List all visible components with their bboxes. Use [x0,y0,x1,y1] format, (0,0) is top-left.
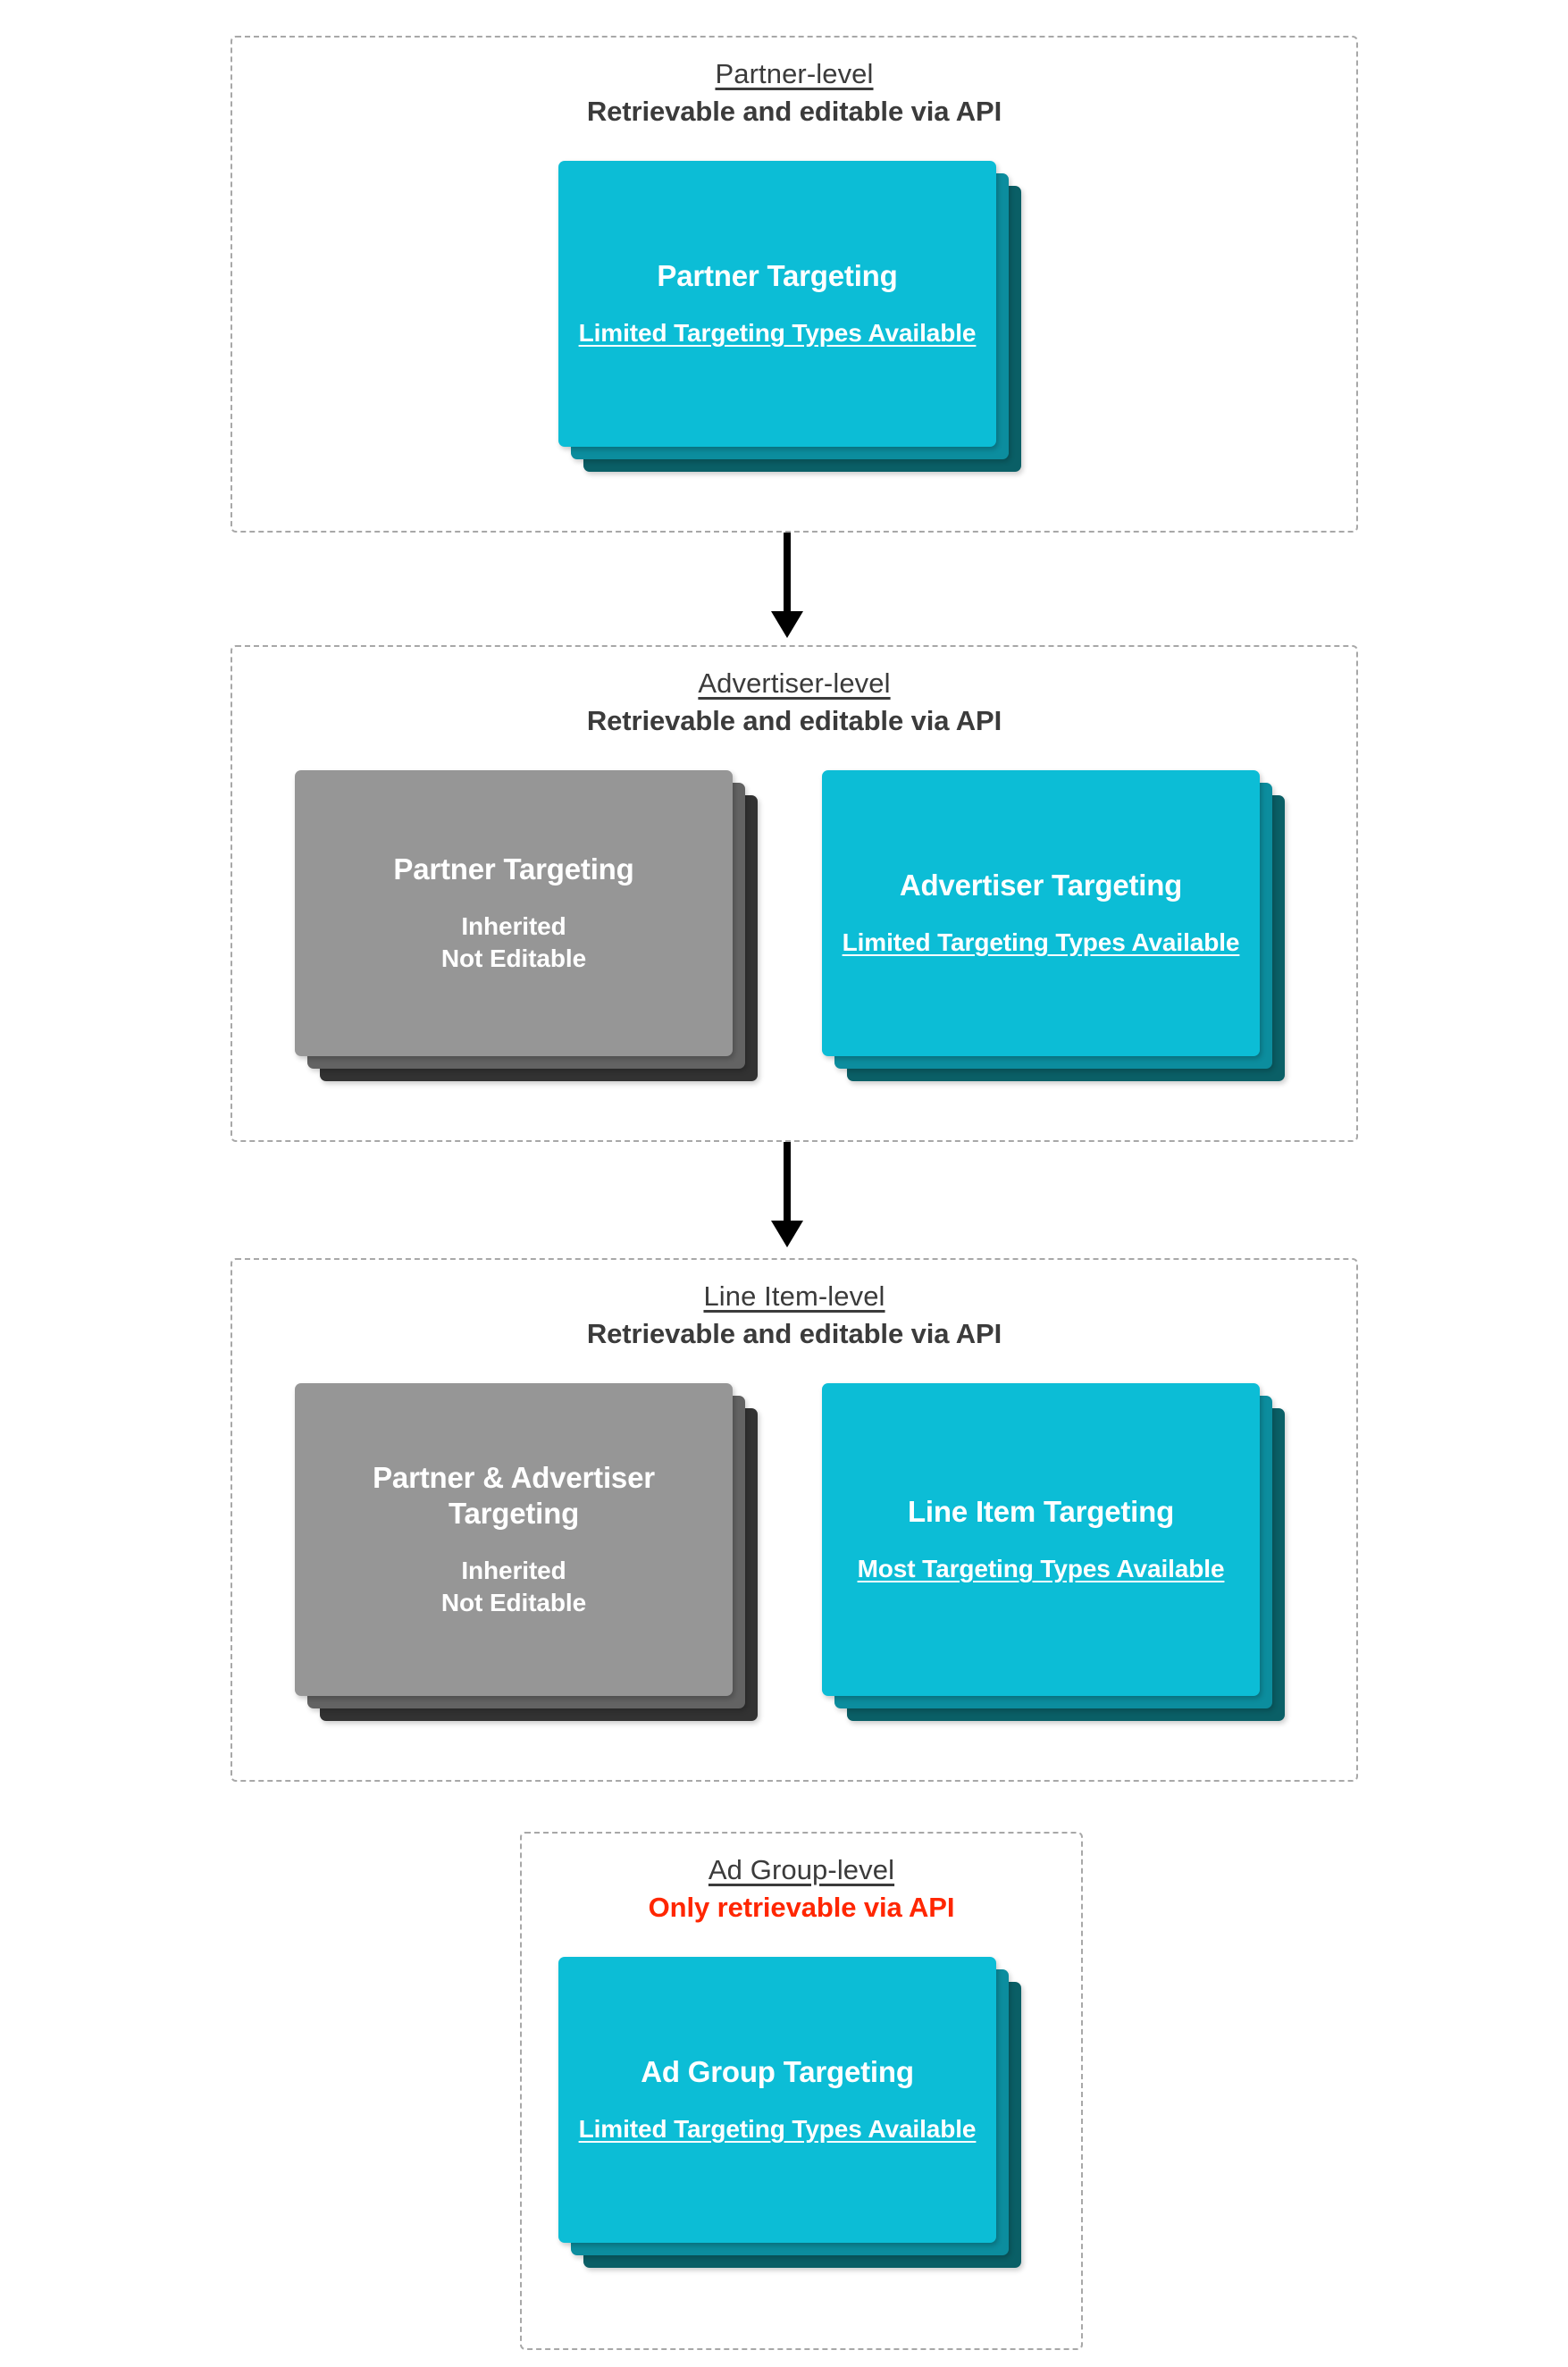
level-header-line-item: Line Item-level Retrievable and editable… [232,1280,1356,1352]
level-container-partner: Partner-level Retrievable and editable v… [231,36,1358,533]
level-container-advertiser: Advertiser-level Retrievable and editabl… [231,645,1358,1142]
card-front-advertiser-targeting[interactable]: Advertiser Targeting Limited Targeting T… [822,770,1260,1056]
level-header-advertiser: Advertiser-level Retrievable and editabl… [232,667,1356,739]
card-front-line-item-targeting[interactable]: Line Item Targeting Most Targeting Types… [822,1383,1260,1696]
card-title: Line Item Targeting [907,1494,1175,1528]
card-subtitle: Inherited Not Editable [440,912,587,973]
level-api-note-line-item: Retrievable and editable via API [586,1317,1002,1349]
level-title-partner: Partner-level [715,58,874,89]
arrow-shaft [784,533,791,613]
level-api-note-partner: Retrievable and editable via API [586,95,1002,127]
card-stack-line-item-targeting[interactable]: Line Item Targeting Most Targeting Types… [822,1383,1285,1723]
card-stack-partner-targeting[interactable]: Partner Targeting Limited Targeting Type… [558,161,1021,474]
level-title-ad-group: Ad Group-level [708,1854,895,1885]
level-title-line-item: Line Item-level [703,1280,885,1312]
card-front-partner-targeting-inherited[interactable]: Partner Targeting Inherited Not Editable [295,770,733,1056]
card-title: Advertiser Targeting [899,868,1183,902]
card-front-partner-advertiser-targeting[interactable]: Partner & Advertiser Targeting Inherited… [295,1383,733,1696]
level-container-ad-group: Ad Group-level Only retrievable via API … [520,1832,1083,2350]
card-front-ad-group-targeting[interactable]: Ad Group Targeting Limited Targeting Typ… [558,1957,996,2243]
level-title-advertiser: Advertiser-level [698,667,891,699]
arrow-partner-to-advertiser [771,533,803,638]
card-stack-ad-group-targeting[interactable]: Ad Group Targeting Limited Targeting Typ… [558,1957,1021,2270]
card-title: Partner Targeting [657,258,898,292]
card-title: Ad Group Targeting [641,2054,914,2088]
level-header-ad-group: Ad Group-level Only retrievable via API [522,1853,1081,1926]
card-title: Partner & Advertiser Targeting [373,1460,655,1531]
arrow-shaft [784,1142,791,1222]
card-subtitle: Inherited Not Editable [440,1557,587,1617]
level-api-note-ad-group: Only retrievable via API [648,1891,955,1923]
card-title: Partner Targeting [393,852,634,886]
card-stack-advertiser-targeting[interactable]: Advertiser Targeting Limited Targeting T… [822,770,1285,1083]
card-subtitle: Limited Targeting Types Available [578,319,977,348]
level-api-note-advertiser: Retrievable and editable via API [586,704,1002,736]
level-header-partner: Partner-level Retrievable and editable v… [232,57,1356,130]
card-stack-line-item-inherited-targeting[interactable]: Partner & Advertiser Targeting Inherited… [295,1383,758,1723]
level-container-line-item: Line Item-level Retrievable and editable… [231,1258,1358,1782]
arrow-head-icon [771,1221,803,1247]
card-subtitle: Most Targeting Types Available [857,1555,1225,1583]
arrow-head-icon [771,611,803,638]
card-subtitle: Limited Targeting Types Available [842,928,1240,957]
card-front-partner-targeting[interactable]: Partner Targeting Limited Targeting Type… [558,161,996,447]
card-subtitle: Limited Targeting Types Available [578,2115,977,2144]
arrow-advertiser-to-line-item [771,1142,803,1247]
card-stack-advertiser-partner-targeting[interactable]: Partner Targeting Inherited Not Editable [295,770,758,1083]
